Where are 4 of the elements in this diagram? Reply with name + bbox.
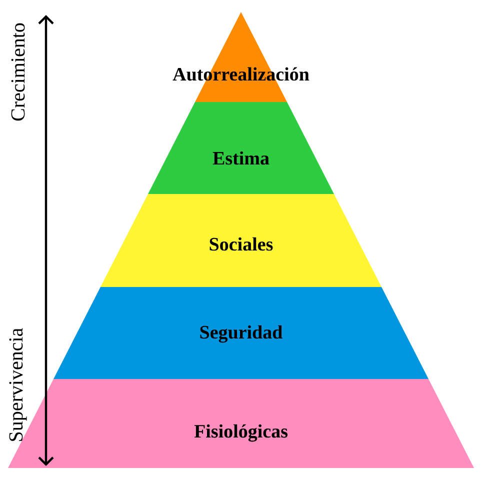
pyramid-tier: Sociales bbox=[100, 194, 382, 287]
pyramid-tier: Estima bbox=[148, 102, 334, 194]
pyramid-tier: Seguridad bbox=[54, 287, 428, 379]
axis-label: Crecimiento bbox=[11, 23, 25, 121]
